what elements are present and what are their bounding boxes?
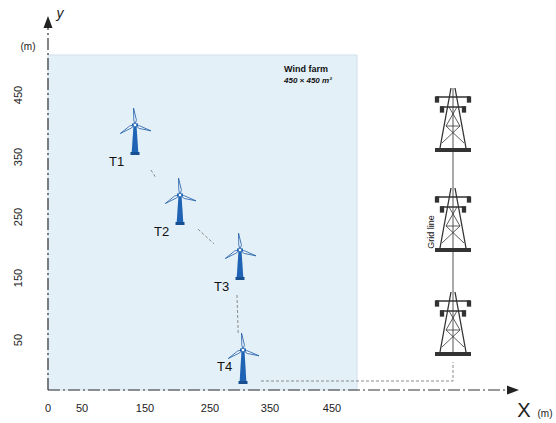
- axis-unit: (m): [21, 41, 36, 52]
- grid-label: Grid line: [427, 215, 437, 249]
- wind-turbine: T1: [109, 108, 153, 170]
- tick-label: 150: [12, 269, 24, 287]
- pylon: [435, 88, 471, 152]
- wind-turbine: T2: [154, 178, 198, 240]
- pylon: [435, 188, 471, 252]
- tick-label: 250: [201, 402, 219, 414]
- region-title: T2: [154, 225, 169, 239]
- tick-label: 50: [12, 334, 24, 346]
- x-axis-arrow: [507, 386, 519, 395]
- y-axis: [47, 26, 48, 390]
- region-title: T3: [214, 280, 229, 294]
- wind-farm-area: [48, 55, 357, 390]
- y-axis-arrow: [44, 16, 53, 28]
- tick-label: 250: [12, 208, 24, 226]
- tick-label: 350: [261, 402, 279, 414]
- tick-label: 450: [12, 86, 24, 104]
- wind-turbine: T4: [217, 333, 261, 385]
- tick-label: 50: [76, 402, 88, 414]
- axis-name: y: [57, 6, 64, 21]
- cable-route: [261, 362, 453, 381]
- cable-route: [237, 295, 238, 333]
- wind-farm-region: Wind farm 450 × 450 m² T1T2T3T4: [48, 55, 357, 390]
- tick-label: 0: [45, 402, 51, 414]
- tick-label: 150: [136, 402, 154, 414]
- tick-label: 350: [12, 148, 24, 166]
- pylon: [435, 292, 471, 356]
- tick-label: 450: [323, 402, 341, 414]
- pylons: [435, 88, 471, 356]
- x-axis: [48, 389, 508, 390]
- grid-line-wire: [453, 88, 454, 352]
- turbine-symbol: [217, 333, 261, 385]
- region-title: T1: [109, 155, 124, 169]
- wind-turbine: T3: [214, 233, 258, 295]
- grid-line-group: Grid line: [420, 80, 480, 362]
- region-title: Wind farm: [284, 65, 328, 75]
- cable-route: [151, 170, 156, 178]
- cable-route: [198, 229, 214, 244]
- region-size: 450 × 450 m²: [284, 77, 332, 86]
- region-title: T4: [217, 360, 232, 374]
- axis-name: X: [517, 399, 530, 421]
- axis-unit: (m): [538, 408, 553, 419]
